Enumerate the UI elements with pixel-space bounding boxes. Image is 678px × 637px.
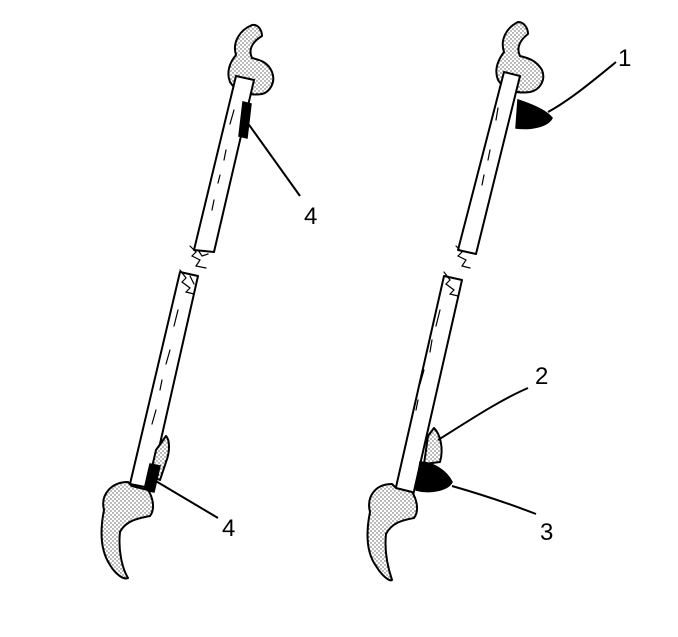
right-callout-1: 1	[618, 45, 631, 72]
right-bottom-molding	[366, 483, 419, 582]
right-callout-3: 3	[540, 519, 553, 546]
right-1-leader	[547, 61, 617, 113]
left-assembly: 4 4	[100, 23, 317, 580]
left-bottom-adhesive	[143, 463, 161, 493]
right-bottom-break	[443, 271, 459, 297]
left-bottom-molding	[100, 481, 155, 580]
right-assembly: 1 2 3	[366, 21, 631, 582]
right-2-leader	[437, 387, 529, 441]
right-bottom-seal-lip	[423, 427, 443, 465]
right-bottom-adhesive-bead	[415, 461, 453, 493]
left-bottom-callout: 4	[222, 515, 235, 542]
left-top-glass	[193, 75, 255, 253]
left-bottom-streaks	[151, 309, 179, 425]
right-callout-2: 2	[535, 363, 548, 390]
right-3-leader	[451, 485, 537, 515]
right-top-glass	[457, 71, 521, 255]
left-top-break	[189, 245, 209, 269]
left-bottom-leader	[153, 479, 219, 519]
right-top-break	[455, 245, 471, 269]
left-top-adhesive	[238, 101, 252, 139]
left-top-streaks	[211, 109, 235, 211]
right-top-adhesive-bead	[515, 98, 553, 130]
right-top-streaks	[481, 107, 499, 186]
left-top-leader	[246, 121, 301, 197]
right-bottom-streaks	[415, 309, 441, 411]
left-bottom-break	[179, 269, 195, 295]
left-top-callout: 4	[304, 203, 317, 230]
